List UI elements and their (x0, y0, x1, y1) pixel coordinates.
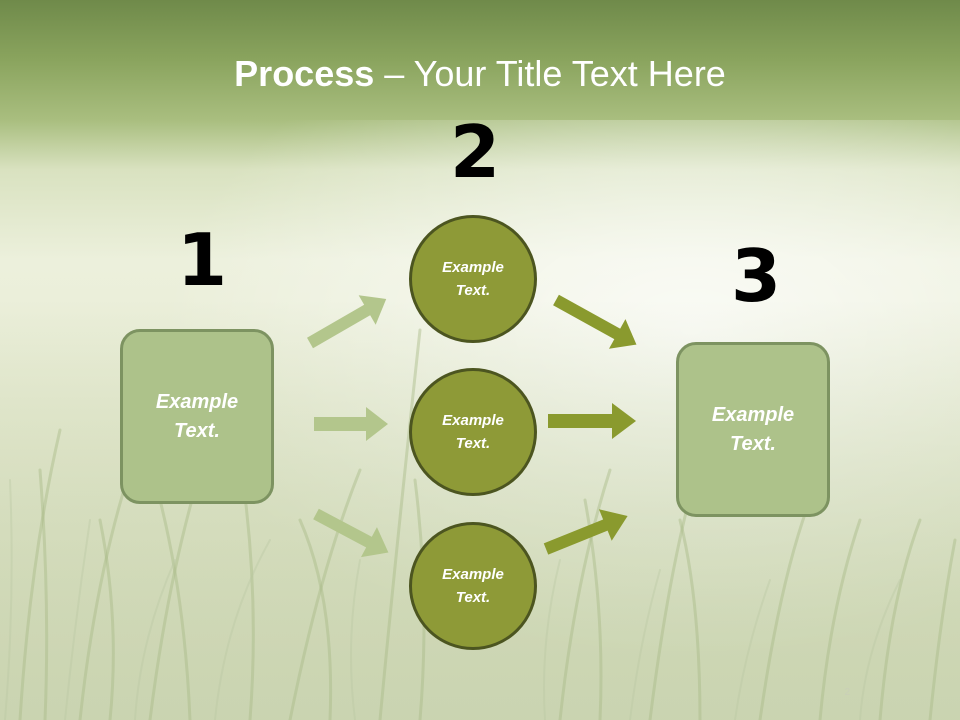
circle-top-label: Example Text. (442, 259, 504, 299)
circle-middle-label: Example Text. (442, 412, 504, 452)
arrow-1-to-middle (314, 407, 388, 441)
step-number-1: 1 (177, 218, 228, 302)
step-3-label: Example Text. (711, 403, 795, 455)
arrow-1-to-bottom (313, 508, 389, 558)
arrow-top-to-3 (553, 294, 637, 349)
step-2-circle-middle: Example Text. (409, 368, 537, 496)
step-1-label: Example Text. (155, 390, 239, 442)
circle-bottom-label: Example Text. (442, 566, 504, 606)
arrow-middle-to-3 (548, 403, 636, 439)
step-number-3: 3 (731, 234, 782, 318)
step-2-circle-bottom: Example Text. (409, 522, 537, 650)
step-3-box: Example Text. (676, 342, 830, 517)
slide-number: 2 (844, 687, 850, 698)
title-rest: Your Title Text Here (413, 53, 726, 94)
step-number-2: 2 (450, 110, 501, 194)
step-2-circle-top: Example Text. (409, 215, 537, 343)
slide-title: Process – Your Title Text Here (0, 52, 960, 96)
arrows-light (307, 295, 389, 558)
title-bold: Process (234, 53, 375, 94)
step-1-box: Example Text. (120, 329, 274, 504)
title-dash: – (374, 53, 414, 94)
arrow-bottom-to-3 (543, 509, 628, 555)
arrows-dark (543, 294, 637, 555)
arrow-1-to-top (307, 295, 387, 349)
